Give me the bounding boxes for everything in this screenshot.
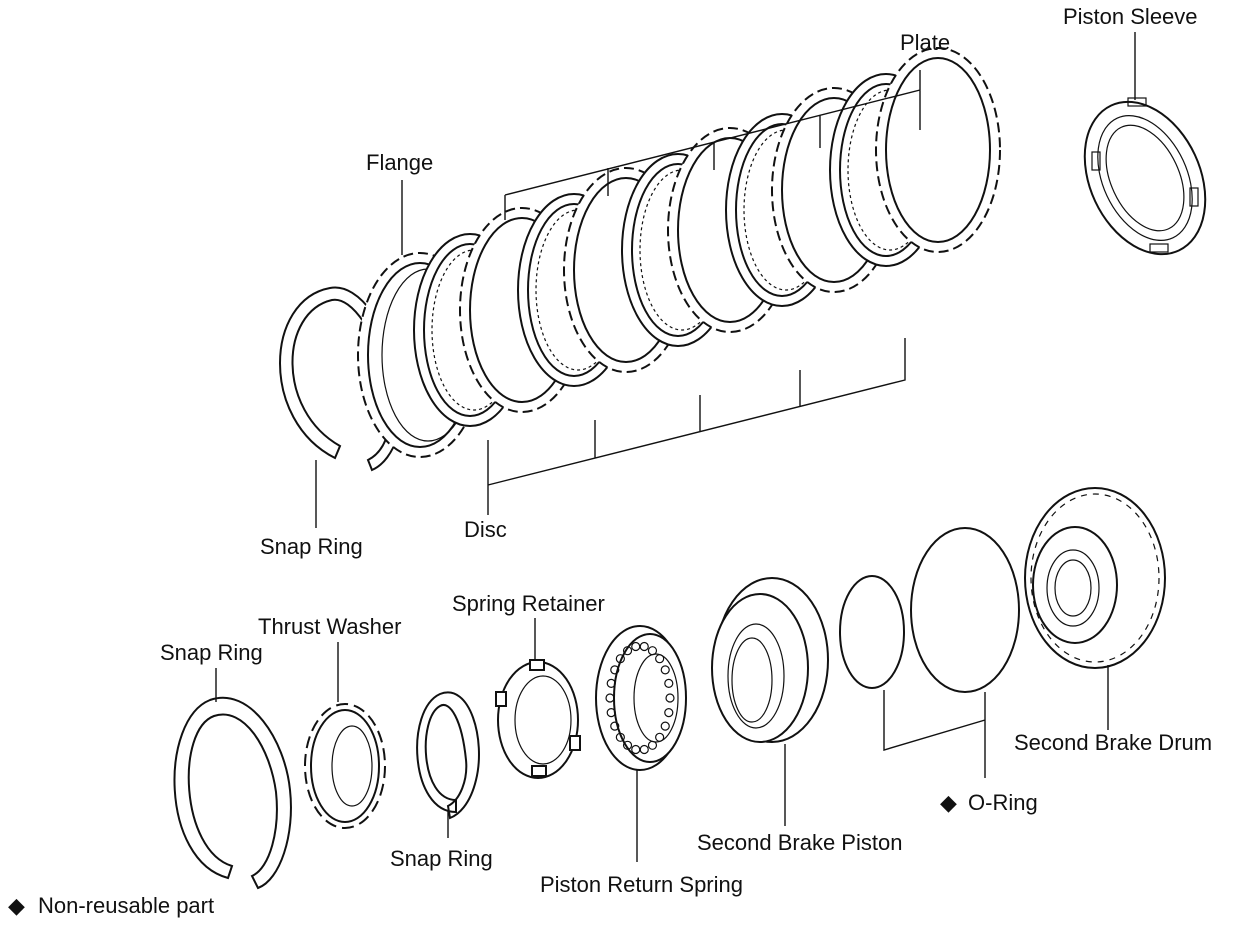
label-snap-ring-left: Snap Ring [160,640,263,665]
spring-coil [615,732,625,742]
snap-ring-left-part [173,696,292,890]
o-ring-large-part [910,527,1020,693]
spring-coil [660,721,670,731]
spring-coil [639,641,649,652]
spring-coil [655,654,665,664]
spring-coil [655,732,665,742]
label-second-brake-piston: Second Brake Piston [697,830,902,855]
second-brake-piston-part [711,577,829,743]
label-snap-ring-small: Snap Ring [390,846,493,871]
lower-assembly [173,487,1166,890]
spring-coil [606,708,616,718]
spring-retainer-part [495,659,581,779]
label-spring-retainer: Spring Retainer [452,591,605,616]
legend-diamond-icon: ◆ [8,893,25,918]
spring-coil [622,740,633,750]
snap-ring-small-part [416,691,480,820]
spring-coil [610,721,620,731]
label-flange: Flange [366,150,433,175]
spring-coil [647,740,658,750]
legend-diamond-icon: ◆ [940,790,957,815]
label-plate: Plate [900,30,950,55]
spring-coil [664,708,674,718]
label-piston-return-spring: Piston Return Spring [540,872,743,897]
spring-coil [605,693,615,703]
label-snap-ring-top: Snap Ring [260,534,363,559]
piston-sleeve-part [1083,97,1207,256]
spring-coil [606,678,616,688]
thrust-washer-part [304,703,386,829]
spring-coil [631,744,641,755]
label-thrust-washer: Thrust Washer [258,614,401,639]
spring-coil [665,693,675,703]
o-ring-small-part [839,575,905,689]
spring-coil [660,665,670,675]
piston-return-spring-part [595,625,687,771]
label-piston-sleeve: Piston Sleeve [1063,4,1198,29]
label-disc: Disc [464,517,507,542]
spring-coil [610,665,620,675]
spring-coil [647,646,658,656]
spring-coil [622,646,633,656]
disc-plate-stack [413,47,1001,427]
plate-ring-inner [885,57,991,243]
label-non-reusable: Non-reusable part [38,893,214,918]
spring-coil [615,654,625,664]
label-o-ring: O-Ring [968,790,1038,815]
second-brake-drum-part [1024,487,1166,669]
label-second-brake-drum: Second Brake Drum [1014,730,1212,755]
clutch-pack [279,32,1207,528]
spring-coil [664,678,674,688]
